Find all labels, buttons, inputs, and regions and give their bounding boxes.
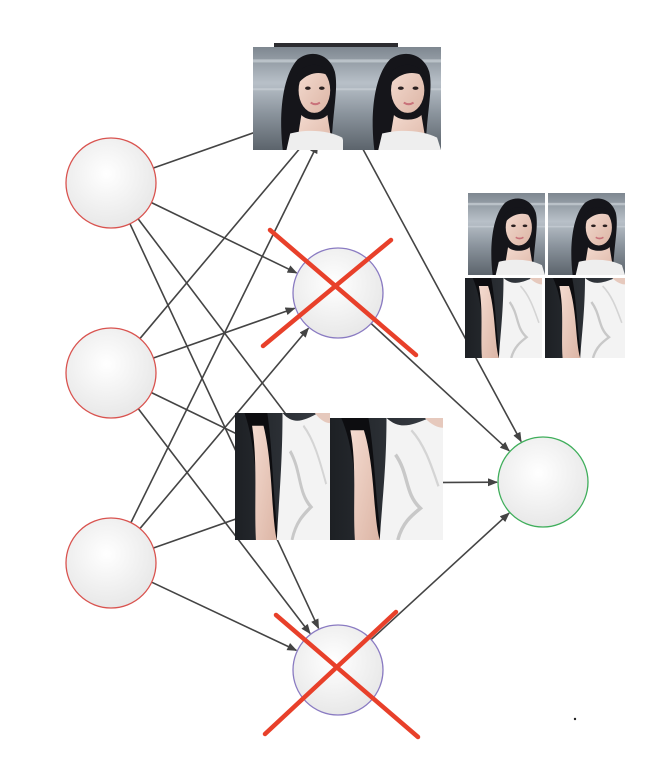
edge-h-1-to-out-1: [358, 142, 522, 443]
edge-in-3-to-h-1: [130, 143, 319, 524]
dropout-cross-h-4: [262, 609, 421, 740]
hidden-node-3-photo: [235, 413, 443, 540]
dropout-cross-h-2: [260, 227, 419, 358]
nodes: [65, 57, 589, 716]
right-photo-panel: [465, 193, 625, 358]
input-node-in-3: [65, 517, 157, 609]
photo-overlays: [235, 43, 625, 540]
connections: [129, 117, 522, 652]
edge-h-4-to-out-1: [370, 512, 510, 641]
edge-in-2-to-h-1: [139, 137, 310, 340]
edge-in-3-to-h-4: [151, 581, 298, 652]
input-node-in-1: [65, 137, 157, 229]
edge-in-3-to-h-2: [139, 327, 310, 530]
stray-dot: [573, 717, 577, 721]
hidden-node-1-photo: [253, 43, 441, 150]
edge-h-2-to-out-1: [370, 322, 510, 452]
dropout-crosses: [260, 227, 421, 740]
output-node-out-1: [497, 436, 589, 528]
edge-in-2-to-h-4: [137, 408, 311, 635]
edge-in-1-to-h-4: [129, 223, 320, 630]
input-node-in-2: [65, 327, 157, 419]
